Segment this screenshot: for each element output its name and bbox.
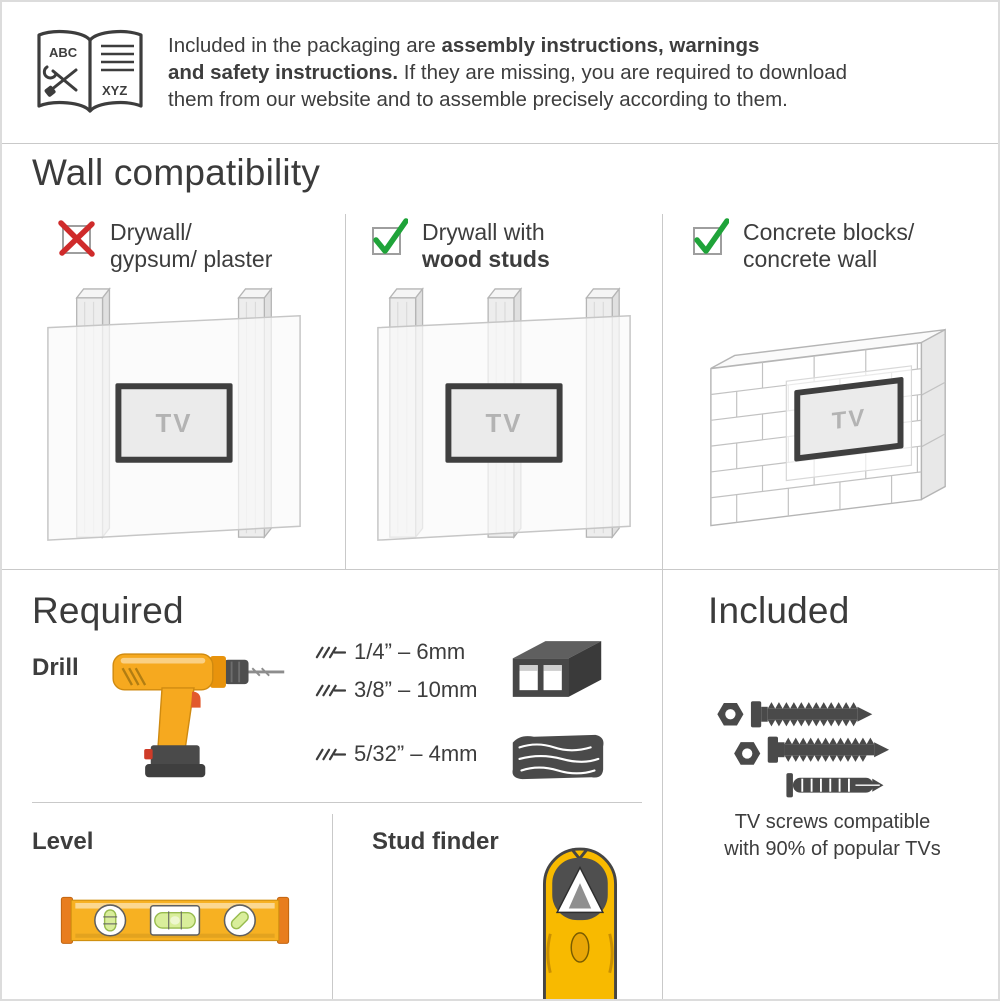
note-line: them from our website and to assemble pr…	[168, 88, 788, 111]
option-label-line1: Drywall/	[110, 219, 192, 245]
note-line: and safety instructions. If they are mis…	[168, 59, 847, 86]
drill-bit-size: 5/32” – 4mm	[354, 741, 478, 766]
wood-plank-icon	[512, 734, 604, 780]
concrete-wall-illustration: TV	[709, 328, 946, 527]
svg-text:TV: TV	[155, 410, 192, 438]
included-section: Included	[662, 569, 998, 999]
divider	[32, 802, 642, 803]
drill-bit-icon	[315, 748, 346, 760]
option-label-line1: Drywall with	[422, 219, 545, 245]
option-label-line2: wood studs	[422, 246, 550, 272]
stud-finder-icon	[543, 847, 617, 999]
divider	[332, 814, 333, 999]
wall-compatibility-title: Wall compatibility	[32, 152, 321, 193]
option-header: Drywall/ gypsum/ plaster	[56, 214, 345, 273]
divider	[2, 569, 998, 570]
note-segment-bold: and safety instructions.	[168, 61, 399, 84]
concrete-block-icon	[512, 641, 602, 697]
drill-bit-row: 1/4” – 6mm	[314, 638, 465, 666]
tv-screen	[451, 389, 557, 457]
drill-bit-row: 3/8” – 10mm	[314, 676, 478, 704]
option-header: Concrete blocks/ concrete wall	[689, 214, 998, 273]
included-note: TV screws compatible with 90% of popular…	[663, 809, 998, 863]
option-header: Drywall with wood studs	[368, 214, 662, 273]
drill-bit-size: 3/8” – 10mm	[354, 677, 478, 702]
wall-option-concrete: Concrete blocks/ concrete wall	[662, 214, 998, 569]
tv-screen	[120, 389, 227, 457]
svg-text:TV: TV	[486, 410, 523, 438]
option-label: Drywall/ gypsum/ plaster	[110, 219, 272, 273]
packaging-note-text: Included in the packaging are assembly i…	[168, 32, 847, 113]
note-segment: If they are missing, you are required to…	[398, 61, 848, 84]
drill-bit-size: 1/4” – 6mm	[354, 639, 466, 664]
included-title: Included	[708, 590, 850, 631]
divider	[2, 143, 998, 144]
option-label-line1: Concrete blocks/	[743, 219, 915, 245]
svg-text:ABC: ABC	[49, 45, 78, 60]
included-note-line1: TV screws compatible	[734, 811, 931, 833]
option-label-line2: gypsum/ plaster	[110, 246, 273, 272]
note-segment: Included in the packaging are	[168, 34, 442, 57]
note-line: Included in the packaging are assembly i…	[168, 32, 847, 59]
svg-text:XYZ: XYZ	[102, 83, 127, 98]
drill-bit-row: 5/32” – 4mm	[314, 740, 478, 768]
check-icon	[372, 218, 408, 255]
option-label: Concrete blocks/ concrete wall	[743, 219, 914, 273]
included-note-line2: with 90% of popular TVs	[724, 838, 941, 860]
drill-label: Drill	[32, 654, 79, 681]
note-segment-bold: assembly instructions, warnings	[441, 34, 760, 57]
check-icon	[693, 218, 729, 255]
instruction-book-icon: ABC XYZ	[37, 29, 143, 113]
level-label: Level	[32, 828, 94, 855]
option-label: Drywall with wood studs	[422, 219, 550, 273]
drill-bit-icon	[315, 646, 346, 658]
level-icon	[60, 896, 290, 944]
cross-icon	[58, 220, 95, 257]
wall-option-drywall: Drywall/ gypsum/ plaster	[2, 214, 345, 569]
wall-option-wood-studs: Drywall with wood studs	[345, 214, 662, 569]
required-title: Required	[32, 590, 184, 631]
drywall-illustration: TV	[46, 287, 301, 541]
tv-screen	[799, 383, 898, 456]
stud-finder-label: Stud finder	[372, 828, 499, 855]
svg-text:TV: TV	[831, 404, 865, 435]
screws-and-anchors-icon	[717, 701, 890, 798]
option-label-line2: concrete wall	[743, 246, 878, 272]
required-section: Required Drill	[2, 569, 662, 999]
drill-icon	[112, 653, 285, 778]
wall-compatibility-columns: Drywall/ gypsum/ plaster	[2, 214, 998, 569]
drill-bit-icon	[315, 684, 346, 696]
wood-studs-illustration: TV	[377, 287, 631, 541]
